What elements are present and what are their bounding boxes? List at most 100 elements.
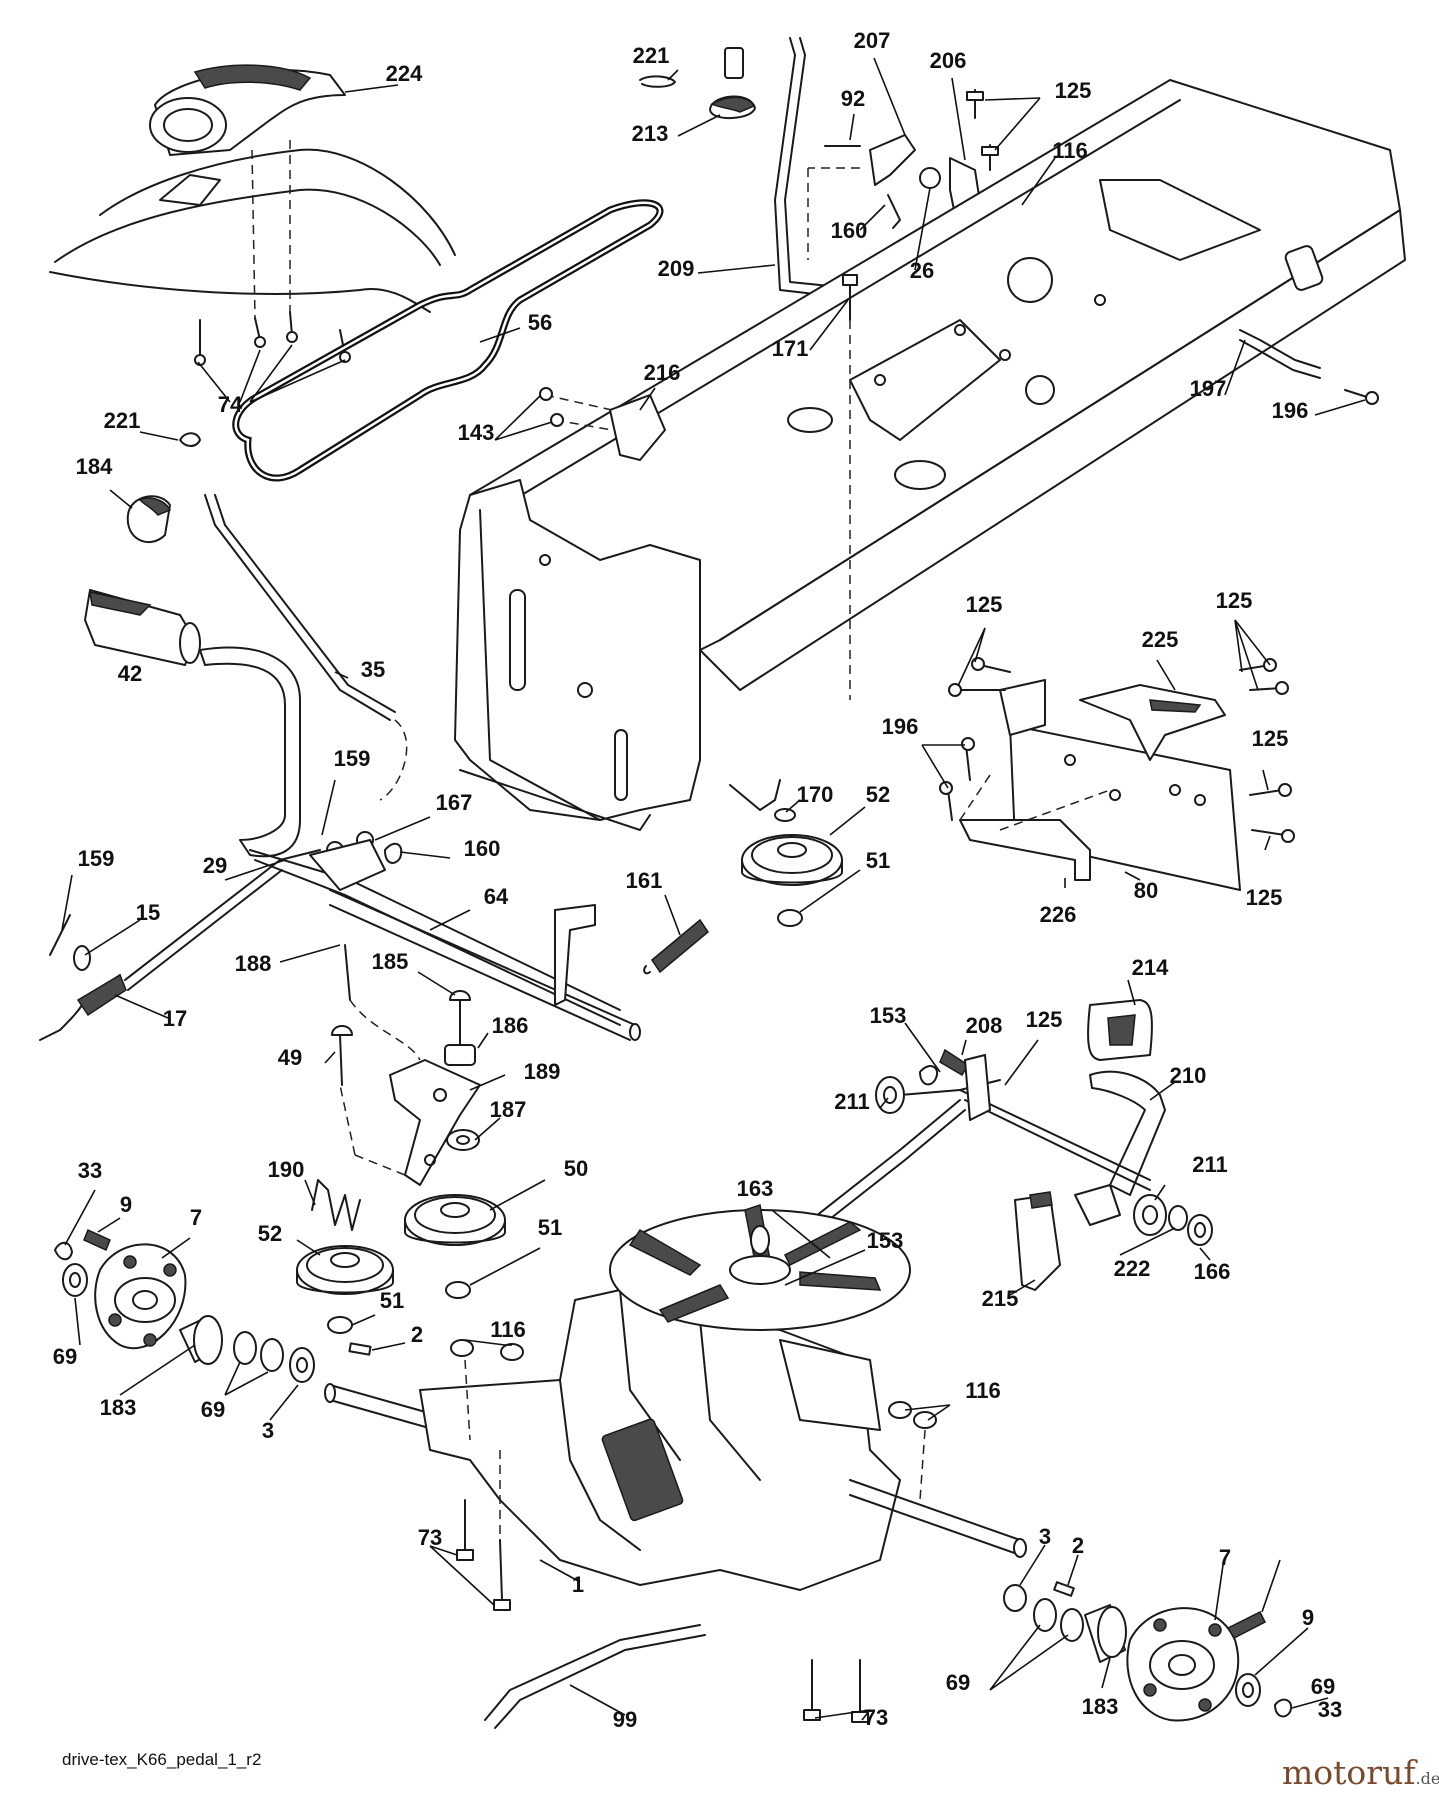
part-183-69-3-left-bushings: [179, 1315, 315, 1383]
callout-153: 153: [867, 1228, 904, 1253]
part-188-link: [344, 944, 421, 1061]
callout-69: 69: [53, 1344, 77, 1369]
part-214-pedal-pad: [1087, 999, 1153, 1061]
callout-196: 196: [882, 714, 919, 739]
callout-7: 7: [190, 1205, 202, 1230]
part-209-shift-rod: [774, 37, 851, 299]
part-50-idler-pulley: [404, 1194, 506, 1246]
part-52-pulley: [296, 834, 843, 1295]
callout-125: 125: [1216, 588, 1253, 613]
part-197-196-rod: [1239, 329, 1379, 405]
callout-69: 69: [201, 1397, 225, 1422]
part-73-bolts: [456, 1450, 869, 1723]
callout-42: 42: [118, 661, 142, 686]
callout-211: 211: [1192, 1152, 1228, 1177]
callout-51: 51: [538, 1215, 562, 1240]
motoruf-watermark-logo: motoruf.de: [1282, 1753, 1439, 1792]
leader-lines: [61, 57, 1366, 1721]
part-64-cross-shaft: [329, 889, 641, 1041]
callout-190: 190: [268, 1157, 305, 1182]
part-224-dash-cover: [149, 64, 346, 156]
callout-161: 161: [626, 868, 663, 893]
callout-216: 216: [644, 360, 681, 385]
callout-125: 125: [966, 592, 1003, 617]
callout-221: 221: [104, 408, 141, 433]
part-222-166-washers: [1168, 1205, 1213, 1246]
part-35-lever-rod: [204, 494, 408, 801]
callout-50: 50: [564, 1156, 588, 1181]
callout-208: 208: [966, 1013, 1003, 1038]
callout-197: 197: [1190, 376, 1227, 401]
callout-125: 125: [1055, 78, 1092, 103]
part-171-bolt: [842, 274, 858, 700]
part-215-pedal-cover: [1014, 1191, 1061, 1291]
chassis-frame: [454, 79, 1406, 831]
part-99-rod: [484, 1624, 706, 1729]
callout-167: 167: [436, 790, 473, 815]
callout-143: 143: [458, 420, 495, 445]
callout-224: 224: [386, 61, 423, 86]
callout-92: 92: [841, 86, 865, 111]
callout-214: 214: [1132, 955, 1169, 980]
callout-222: 222: [1114, 1256, 1151, 1281]
part-1-transaxle: [324, 1204, 1027, 1591]
callout-99: 99: [613, 1707, 637, 1732]
callout-56: 56: [528, 310, 552, 335]
callout-17: 17: [163, 1006, 187, 1031]
part-190-170-spring: [311, 779, 796, 1231]
callout-29: 29: [203, 853, 227, 878]
callout-64: 64: [484, 884, 509, 909]
callout-171: 171: [772, 336, 809, 361]
callout-2: 2: [411, 1322, 423, 1347]
part-211-bushing: [875, 1076, 1167, 1236]
callout-196: 196: [1272, 398, 1309, 423]
callout-183: 183: [1082, 1694, 1119, 1719]
callout-183: 183: [100, 1395, 137, 1420]
part-210-pedal-arm: [1074, 1070, 1166, 1226]
callout-7: 7: [1219, 1545, 1231, 1570]
callout-159: 159: [334, 746, 371, 771]
callout-73: 73: [418, 1525, 442, 1550]
part-125-bolts-right: [939, 657, 1295, 843]
callout-49: 49: [278, 1045, 302, 1070]
part-226-bracket: [959, 774, 1111, 881]
callout-226: 226: [1040, 902, 1077, 927]
callout-189: 189: [524, 1059, 561, 1084]
callout-numbers: 2242212132072061259211616026209567417121…: [53, 28, 1342, 1732]
part-7-wheel-hub-left: [94, 1243, 187, 1350]
callout-3: 3: [1039, 1524, 1051, 1549]
callout-207: 207: [854, 28, 891, 53]
part-7-wheel-hub-right: [1126, 1607, 1240, 1722]
part-185-186-bolt-spacer: [444, 990, 476, 1066]
callout-116: 116: [490, 1317, 526, 1342]
part-2-key-left: [348, 1342, 372, 1356]
watermark-tld: .de: [1415, 1769, 1439, 1788]
callout-26: 26: [910, 258, 934, 283]
callout-159: 159: [78, 846, 115, 871]
callout-184: 184: [76, 454, 113, 479]
callout-166: 166: [1194, 1259, 1231, 1284]
callout-185: 185: [372, 949, 409, 974]
callout-51: 51: [380, 1288, 404, 1313]
callout-170: 170: [797, 782, 834, 807]
diagram-caption: drive-tex_K66_pedal_1_r2: [62, 1750, 262, 1769]
callout-163: 163: [737, 1176, 774, 1201]
part-15-159-17-spring: [39, 914, 127, 1041]
callout-2: 2: [1072, 1533, 1084, 1558]
callout-69: 69: [946, 1670, 970, 1695]
callout-69: 69: [1311, 1674, 1335, 1699]
callout-186: 186: [492, 1013, 529, 1038]
callout-51: 51: [866, 848, 890, 873]
callout-210: 210: [1170, 1063, 1207, 1088]
callout-3: 3: [262, 1418, 274, 1443]
callout-80: 80: [1134, 878, 1158, 903]
part-213-knob: [709, 47, 756, 120]
callout-52: 52: [258, 1221, 282, 1246]
part-49-bolt: [331, 1025, 353, 1086]
hood-shroud: [49, 148, 456, 313]
callout-211: 211: [834, 1089, 870, 1114]
callout-215: 215: [982, 1286, 1019, 1311]
part-184-knob: [126, 495, 172, 544]
part-33-9-69-left-hardware: [54, 1228, 111, 1297]
